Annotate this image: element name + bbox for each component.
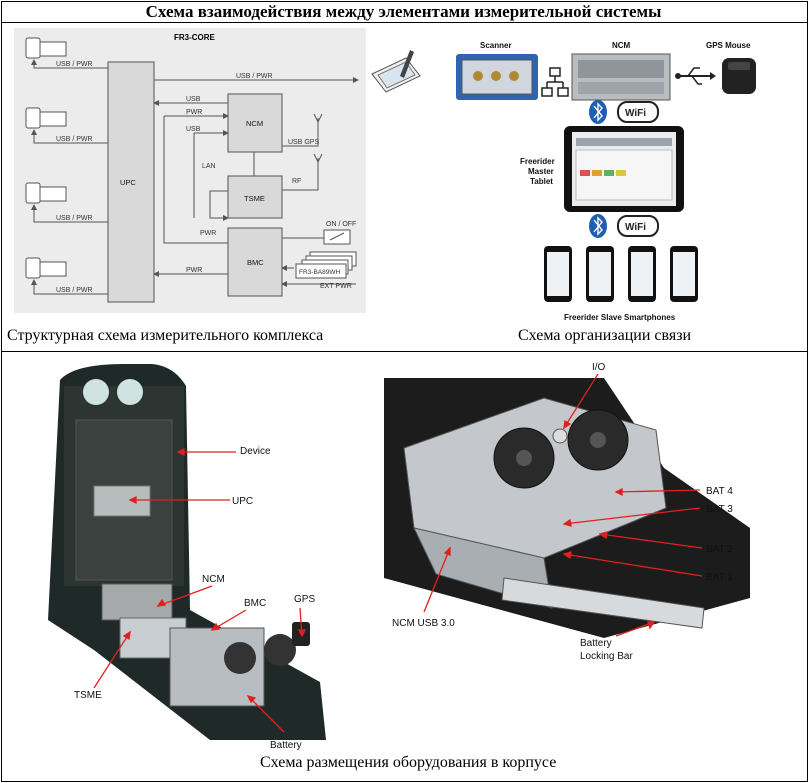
link-label-usb-pwr: USB / PWR bbox=[56, 287, 93, 294]
gps-mouse-label: GPS Mouse bbox=[706, 41, 751, 50]
page-title: Схема взаимодействия между элементами из… bbox=[145, 2, 662, 21]
link-label-pwr: PWR bbox=[186, 267, 202, 274]
link-label-usb-pwr: USB / PWR bbox=[56, 136, 93, 143]
link-label-on-off: ON / OFF bbox=[326, 221, 356, 228]
rf-antenna-icon bbox=[313, 153, 323, 168]
smartphones-label: Freerider Slave Smartphones bbox=[564, 313, 676, 322]
structural-caption: Структурная схема измерительного комплек… bbox=[7, 327, 324, 344]
slave-smartphone bbox=[544, 246, 572, 302]
tablet-device-icon bbox=[25, 257, 67, 279]
tsme-label: TSME bbox=[74, 690, 102, 701]
structural-diagram: FR3-CORE UPC NCM TSME BM bbox=[14, 28, 366, 313]
bat1-label: BAT 1 bbox=[706, 572, 733, 583]
upc-label: UPC bbox=[232, 496, 253, 507]
locking-bar-label-line2: Locking Bar bbox=[580, 651, 633, 662]
usb-icon bbox=[675, 67, 716, 85]
tablet-label-line1: Freerider bbox=[520, 157, 555, 166]
bmc-block bbox=[227, 227, 283, 297]
tablet-device-icon bbox=[25, 37, 67, 59]
link-label-pwr: PWR bbox=[200, 230, 216, 237]
link-label-rf: RF bbox=[292, 178, 301, 185]
wifi-label: WiFi bbox=[625, 108, 646, 119]
locking-bar-label-line1: Battery bbox=[580, 638, 612, 649]
link-label-usb-pwr: USB / PWR bbox=[236, 73, 273, 80]
scanner-label: Scanner bbox=[480, 41, 512, 50]
ncm-label: NCM bbox=[202, 574, 225, 585]
link-label-pwr: PWR bbox=[186, 109, 202, 116]
link-label-usb: USB bbox=[186, 96, 201, 103]
fan-icon bbox=[264, 634, 296, 666]
device-label: Device bbox=[240, 446, 271, 457]
bat4-label: BAT 4 bbox=[706, 486, 733, 497]
ncm-block bbox=[227, 93, 283, 153]
network-icon bbox=[541, 67, 569, 97]
row-divider bbox=[1, 351, 808, 352]
hardware-caption: Схема размещения оборудования в корпусе bbox=[260, 754, 557, 771]
hardware-photo-left: Device UPC NCM BMC GPS TSME Battery bbox=[48, 364, 326, 750]
fan-icon bbox=[83, 379, 109, 405]
wifi-label: WiFi bbox=[625, 222, 646, 233]
tablet-device-icon bbox=[25, 182, 67, 204]
slave-smartphone bbox=[628, 246, 656, 302]
battery-stack-label: FR3-BA89WH bbox=[299, 269, 340, 276]
gps-antenna-icon bbox=[313, 113, 323, 128]
link-label-usb-gps: USB GPS bbox=[288, 139, 319, 146]
bat2-label: BAT 2 bbox=[706, 544, 733, 555]
bat3-label: BAT 3 bbox=[706, 504, 733, 515]
link-label-usb-pwr: USB / PWR bbox=[56, 215, 93, 222]
core-title: FR3-CORE bbox=[174, 33, 216, 42]
fan-icon bbox=[117, 379, 143, 405]
slave-smartphone bbox=[586, 246, 614, 302]
upc-label: UPC bbox=[120, 178, 136, 187]
fan-icon bbox=[224, 642, 256, 674]
link-label-usb-pwr: USB / PWR bbox=[56, 61, 93, 68]
wifi-icon: WiFi bbox=[617, 101, 659, 123]
communication-caption: Схема организации связи bbox=[518, 327, 692, 344]
tablet-label-line3: Tablet bbox=[530, 177, 553, 186]
scanner-device bbox=[456, 54, 538, 100]
tablet-device-icon bbox=[25, 107, 67, 129]
gps-mouse-device bbox=[722, 58, 756, 94]
upc-module bbox=[93, 485, 151, 517]
upc-block bbox=[107, 61, 155, 303]
link-label-ext-pwr: EXT PWR bbox=[320, 283, 352, 290]
battery-locking-bar bbox=[501, 577, 705, 629]
tablet-label-line2: Master bbox=[528, 167, 554, 176]
io-button bbox=[552, 428, 568, 444]
io-label: I/O bbox=[592, 362, 606, 373]
tsme-label: TSME bbox=[244, 194, 265, 203]
battery-stack bbox=[295, 251, 357, 279]
ncm-device bbox=[571, 53, 671, 101]
hardware-photo-right: I/O BAT 4 BAT 3 BAT 2 BAT 1 NCM USB 3.0 … bbox=[384, 362, 750, 662]
tsme-block bbox=[227, 175, 283, 219]
battery-label: Battery bbox=[270, 740, 302, 750]
bmc-label: BMC bbox=[244, 598, 266, 609]
slave-smartphone bbox=[670, 246, 698, 302]
master-tablet bbox=[564, 126, 684, 212]
link-label-usb: USB bbox=[186, 126, 201, 133]
link-label-lan: LAN bbox=[202, 163, 216, 170]
title-divider bbox=[1, 22, 808, 23]
ncm-label: NCM bbox=[246, 119, 263, 128]
stylus-tablet-icon bbox=[371, 50, 421, 93]
gps-label: GPS bbox=[294, 594, 315, 605]
ncm-usb-label: NCM USB 3.0 bbox=[392, 618, 455, 629]
bluetooth-icon bbox=[589, 214, 607, 238]
bluetooth-icon bbox=[589, 100, 607, 124]
ncm-label: NCM bbox=[612, 41, 631, 50]
communication-diagram: Scanner NCM GPS Mouse WiFi Freerider Mas… bbox=[456, 41, 756, 322]
bmc-label: BMC bbox=[247, 258, 264, 267]
wifi-icon: WiFi bbox=[617, 215, 659, 237]
